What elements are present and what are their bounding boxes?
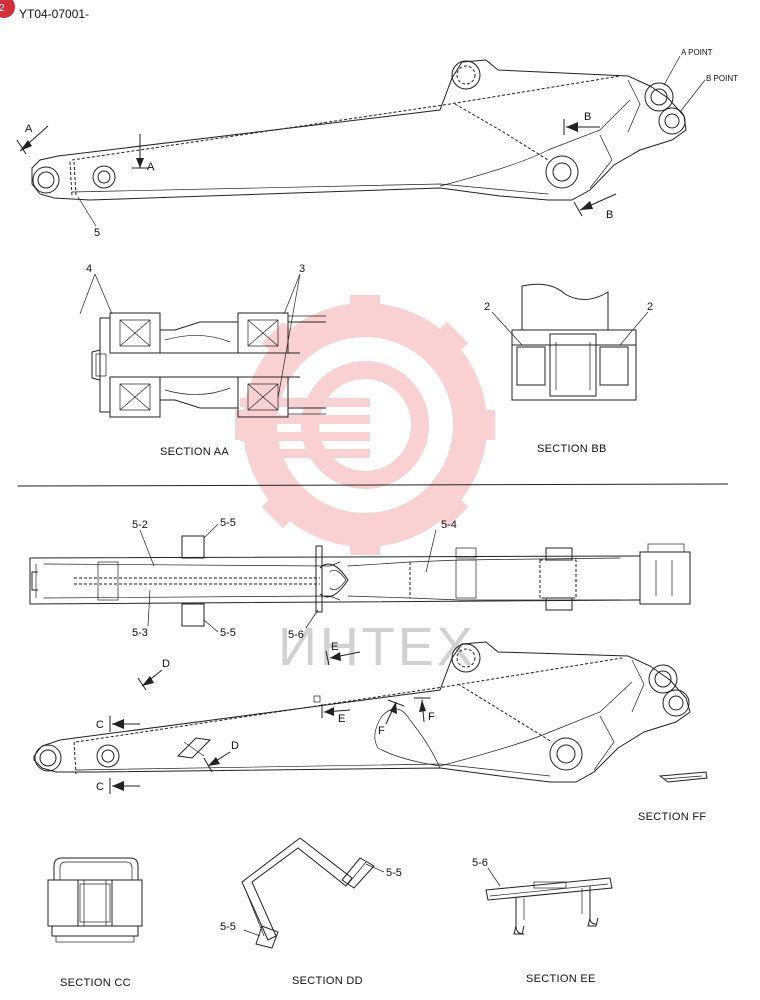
- arrow-c-label-lower: C: [96, 781, 104, 793]
- document-code: YT04-07001-: [19, 7, 89, 21]
- corner-badge-number: 2: [0, 3, 5, 14]
- section-ff-title: SECTION FF: [638, 811, 706, 823]
- part-label-5-5-dd-left: 5-5: [220, 921, 236, 933]
- section-aa-title: SECTION AA: [160, 446, 229, 458]
- section-cc-title: SECTION CC: [60, 977, 131, 989]
- boom-plan-view: [29, 535, 691, 627]
- part-label-5-6-ee: 5-6: [472, 857, 488, 869]
- section-aa-drawing: [91, 312, 326, 418]
- part-label-5-6-plan: 5-6: [288, 629, 304, 641]
- boom-side-view-top: [31, 59, 687, 201]
- section-bb-drawing: [511, 283, 637, 401]
- callout-a-point: A POINT: [681, 48, 713, 57]
- part-label-2-left: 2: [484, 301, 490, 313]
- arrow-b-label-lower: B: [606, 209, 613, 221]
- section-dd-title: SECTION DD: [292, 975, 363, 987]
- arrow-f-label-left: F: [378, 725, 385, 737]
- corner-badge: [0, 0, 15, 18]
- part-label-5-5-top: 5-5: [220, 517, 236, 529]
- callout-b-point: B POINT: [706, 74, 738, 83]
- arrow-d-label-lower: D: [231, 740, 239, 752]
- part-label-5-5-dd-right: 5-5: [386, 867, 402, 879]
- section-divider: [17, 483, 729, 487]
- arrow-a-label-center: A: [147, 161, 155, 173]
- arrow-f-label-right: F: [428, 711, 435, 723]
- section-dd-drawing: [241, 837, 375, 949]
- watermark-logo: [235, 295, 495, 555]
- part-label-4: 4: [86, 263, 92, 275]
- arrow-e-label-lower: E: [338, 713, 345, 725]
- section-cc-drawing: [47, 857, 143, 943]
- part-label-3: 3: [299, 263, 305, 275]
- watermark-text: ИНТЕХ: [278, 617, 476, 677]
- part-label-5-3: 5-3: [132, 627, 148, 639]
- arrow-e-label-upper: E: [331, 641, 338, 653]
- arrow-b-label-upper: B: [584, 111, 591, 123]
- section-ff-drawing: [658, 771, 708, 783]
- section-bb-title: SECTION BB: [537, 443, 607, 455]
- boom-side-view-bottom: [33, 641, 691, 783]
- part-label-5-4: 5-4: [441, 519, 457, 531]
- part-label-2-right: 2: [647, 301, 653, 313]
- arrow-a-label-left: A: [25, 123, 33, 135]
- arrow-c-label-upper: C: [96, 719, 104, 731]
- part-label-5-2: 5-2: [132, 519, 148, 531]
- section-ee-title: SECTION EE: [526, 973, 596, 985]
- section-ee-drawing: [485, 877, 613, 935]
- arrow-d-label-upper: D: [162, 658, 170, 670]
- part-label-5-5-bottom: 5-5: [220, 627, 236, 639]
- part-label-5: 5: [94, 227, 100, 239]
